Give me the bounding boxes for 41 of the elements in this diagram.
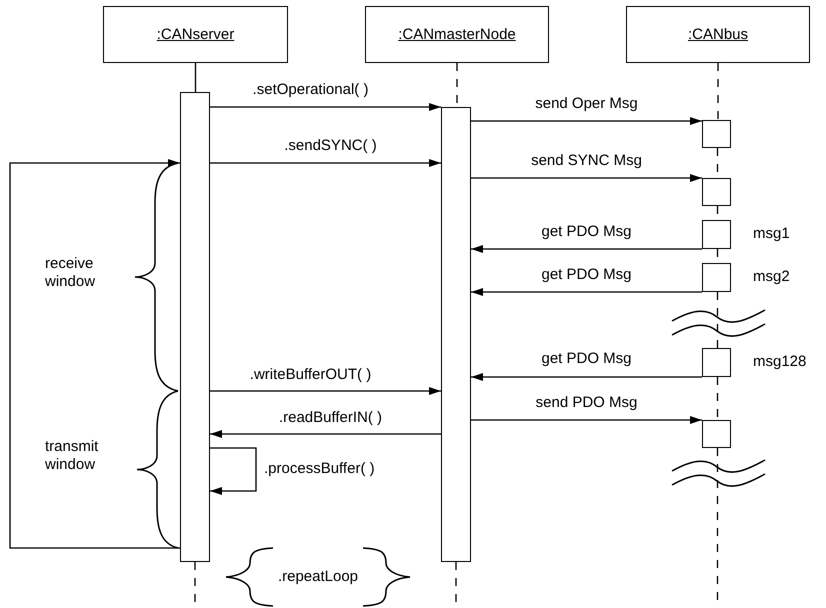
note-text: transmit window xyxy=(45,438,100,474)
object-box xyxy=(365,6,549,63)
activation-box xyxy=(702,420,731,448)
note-text: .repeatLoop xyxy=(278,568,358,586)
message-name: msg1 xyxy=(753,225,790,243)
message-arrow xyxy=(210,159,441,167)
activation-bar xyxy=(180,92,210,562)
activation-box xyxy=(702,263,731,292)
message-label: .processBuffer( ) xyxy=(262,460,377,477)
message-label: .setOperational( ) xyxy=(250,81,370,98)
object-name: :CANmasterNode xyxy=(398,26,516,43)
message-arrow xyxy=(471,174,702,182)
activation-box xyxy=(702,120,731,148)
message-name: msg128 xyxy=(753,353,806,371)
message-label: send Oper Msg xyxy=(533,95,640,112)
activation-box xyxy=(702,348,731,377)
activation-bar xyxy=(441,107,471,562)
lifeline xyxy=(717,63,719,120)
message-arrow xyxy=(471,117,702,125)
object-name: :CANbus xyxy=(688,26,748,43)
loop-arrow xyxy=(9,159,180,549)
activation-box xyxy=(702,178,731,206)
message-arrow xyxy=(210,387,441,395)
self-message-arrow xyxy=(210,447,257,495)
note-text: receive window xyxy=(45,255,96,291)
object-name: :CANserver xyxy=(156,26,234,43)
message-arrow xyxy=(210,430,441,438)
lifeline xyxy=(194,63,196,92)
message-label: send SYNC Msg xyxy=(529,152,644,169)
message-arrow xyxy=(471,245,702,253)
message-label: send PDO Msg xyxy=(534,394,640,411)
message-name: msg2 xyxy=(753,268,790,286)
object-box xyxy=(626,6,810,63)
message-arrow xyxy=(471,288,702,296)
object-box xyxy=(103,6,288,63)
lifeline xyxy=(716,292,718,348)
activation-box xyxy=(702,220,731,249)
message-arrow xyxy=(471,373,702,381)
message-arrow xyxy=(471,416,702,424)
lifeline xyxy=(716,377,718,420)
message-arrow xyxy=(210,103,441,111)
